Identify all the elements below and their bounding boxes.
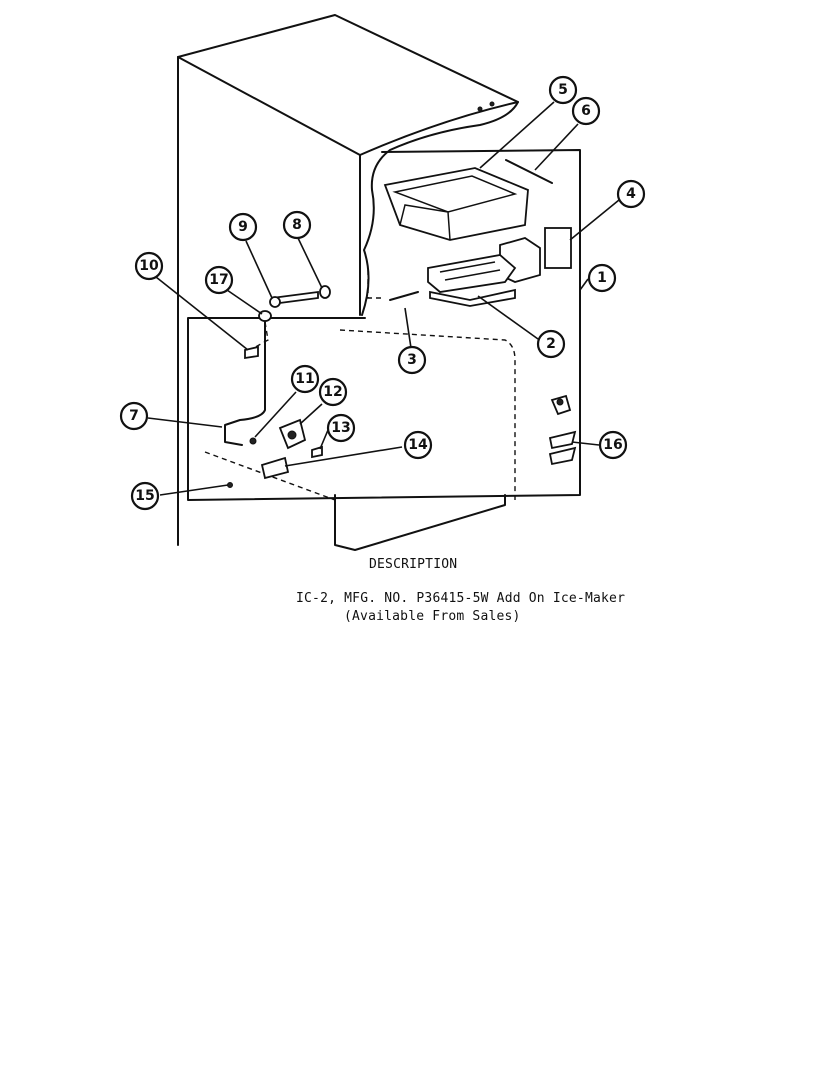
ice-maker-assembly [427,237,541,307]
callout-12: 12 [318,377,348,407]
svg-text:7: 7 [129,408,139,424]
svg-text:4: 4 [626,186,636,202]
svg-text:6: 6 [581,103,591,119]
valve-fitting [311,445,323,459]
svg-text:5: 5 [558,82,568,98]
description-line-1: IC-2, MFG. NO. P36415-5W Add On Ice-Make… [296,591,626,606]
svg-text:3: 3 [407,352,417,368]
callout-13: 13 [326,413,356,443]
svg-text:2: 2 [546,336,556,352]
svg-text:17: 17 [209,272,228,288]
callout-6: 6 [571,96,601,126]
label-plate [544,227,572,269]
svg-text:12: 12 [323,384,342,400]
svg-text:14: 14 [408,437,428,453]
callout-15: 15 [130,481,160,511]
freezer-outline [187,149,581,501]
callout-11: 11 [290,364,320,394]
svg-text:13: 13 [331,420,350,436]
callout-14: 14 [403,430,433,460]
leader-lines [147,101,620,496]
nut [249,437,257,445]
callout-9: 9 [228,212,258,242]
tube-clamps [548,394,577,466]
callout-10: 10 [134,251,164,281]
svg-text:9: 9 [238,219,248,235]
svg-text:8: 8 [292,217,302,233]
callout-5: 5 [548,75,578,105]
description-heading: DESCRIPTION [369,557,458,572]
callout-7: 7 [119,401,149,431]
ice-bin [383,167,529,241]
callout-17: 17 [204,265,234,295]
callout-2: 2 [536,329,566,359]
callout-16: 16 [598,430,628,460]
refrigerator-cabinet [177,14,519,551]
valve-bracket [260,456,290,480]
callout-8: 8 [282,210,312,240]
callout-1: 1 [587,263,617,293]
svg-text:11: 11 [295,371,314,387]
svg-text:1: 1 [597,270,607,286]
bracket-screw [227,482,233,488]
callout-4: 4 [616,179,646,209]
fill-tube [389,291,419,301]
screw-and-washer [269,285,331,308]
svg-text:15: 15 [135,488,154,504]
fitting [244,345,259,360]
water-tube [224,321,266,446]
water-valve [278,418,307,450]
callout-3: 3 [397,345,427,375]
svg-text:16: 16 [603,437,622,453]
description-line-2: (Available From Sales) [344,609,521,624]
svg-text:10: 10 [139,258,159,274]
bin-rod [505,159,553,184]
ice-maker-exploded-diagram: 1 2 3 4 5 6 7 8 9 10 11 12 13 14 15 16 1… [119,14,646,551]
